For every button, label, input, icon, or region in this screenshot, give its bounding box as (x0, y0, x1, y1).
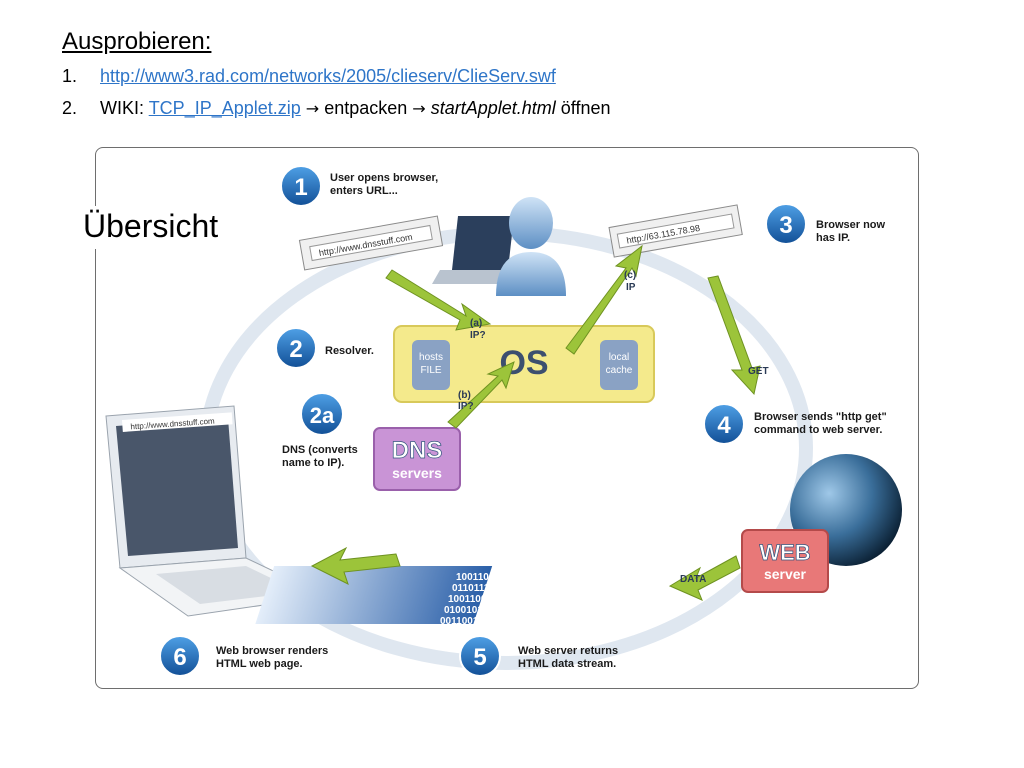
step-number: 3 (779, 212, 792, 239)
list-item: 1. http://www3.rad.com/networks/2005/clie… (62, 62, 611, 94)
svg-text:server: server (764, 566, 807, 582)
svg-text:100110100011001: 100110100011001 (456, 572, 539, 583)
url-bar-dnsstuff: http://www.dnsstuff.com (298, 215, 444, 271)
html-filename: startApplet.html (430, 98, 556, 118)
svg-text:WEB: WEB (759, 540, 810, 565)
svg-text:HTML data stream.: HTML data stream. (518, 658, 616, 670)
step-number: 2 (289, 336, 302, 363)
svg-text:001100100010011: 001100100010011 (440, 616, 523, 627)
arrow-label: IP? (458, 401, 474, 412)
flow-arrows (310, 244, 761, 601)
svg-text:FILE: FILE (420, 365, 441, 376)
arrow-label: (a) (470, 318, 482, 329)
arrow-label: IP (626, 282, 636, 293)
step-4: 4 Browser sends "http get" command to we… (703, 403, 887, 445)
svg-text:cache: cache (606, 365, 633, 376)
os-box: hosts FILE local cache OS (393, 325, 655, 403)
step-1: 1 User opens browser, enters URL... (280, 165, 438, 207)
svg-text:Web browser renders: Web browser renders (216, 645, 328, 657)
arrow-label: IP? (470, 330, 486, 341)
url-bar-ip: http://63.115.78.98 (608, 204, 743, 258)
arrow-icon (310, 546, 401, 585)
arrow-label: (c) (624, 270, 636, 281)
svg-text:Browser sends "http get": Browser sends "http get" (754, 411, 887, 423)
web-server-box: WEB server (741, 529, 829, 593)
svg-text:name to IP).: name to IP). (282, 457, 344, 469)
svg-text:has IP.: has IP. (816, 232, 850, 244)
local-cache-icon (600, 340, 638, 390)
svg-text:servers: servers (392, 465, 442, 481)
wiki-prefix: WIKI: (100, 98, 144, 118)
step-number: 5 (473, 644, 486, 671)
step-number: 6 (173, 644, 186, 671)
svg-text:command to web server.: command to web server. (754, 424, 882, 436)
svg-text:Browser now: Browser now (816, 219, 886, 231)
svg-text:HTML web page.: HTML web page. (216, 658, 303, 670)
step-open: öffnen (560, 98, 611, 118)
user-icon (432, 197, 566, 296)
step-2a: 2a DNS (converts name to IP). (282, 392, 358, 469)
svg-text:hosts: hosts (419, 352, 443, 363)
hosts-file-icon (412, 340, 450, 390)
svg-text:local: local (609, 352, 630, 363)
arrow-label: (b) (458, 390, 471, 401)
step-number: 4 (717, 412, 731, 439)
svg-text:100110001011011: 100110001011011 (448, 594, 530, 605)
step-unpack: entpacken (324, 98, 408, 118)
svg-text:Resolver.: Resolver. (325, 345, 374, 357)
arrow-label: DATA (680, 574, 706, 585)
arrow-icon (668, 555, 741, 601)
diagram-frame: http://www.dnsstuff.com http://63.115.78… (95, 147, 919, 689)
list-item: 2.WIKI: TCP_IP_Applet.zip → entpacken → … (62, 94, 611, 126)
dns-servers-box: DNS servers (373, 427, 461, 491)
svg-text:DNS (converts: DNS (converts (282, 444, 358, 456)
arrow-icon (385, 269, 492, 331)
svg-text:010010101000111: 010010101000111 (444, 605, 527, 616)
instruction-list: 1. http://www3.rad.com/networks/2005/clie… (62, 62, 611, 126)
step-3: 3 Browser now has IP. (765, 203, 886, 245)
arrow-icon: → (412, 99, 426, 118)
svg-text:User opens browser,: User opens browser, (330, 172, 438, 184)
svg-text:011011101110110: 011011101110110 (452, 583, 533, 594)
step-2: 2 Resolver. (275, 327, 374, 369)
clieserv-link[interactable]: http://www3.rad.com/networks/2005/cliese… (100, 66, 556, 86)
page-title: Ausprobieren: (62, 28, 212, 55)
step-5: 5 Web server returns HTML data stream. (459, 635, 618, 677)
arrow-icon (707, 275, 761, 396)
svg-text:Web server returns: Web server returns (518, 645, 618, 657)
arrow-icon (447, 361, 515, 429)
list-number: 1. (62, 66, 78, 86)
laptop-icon: http://www.dnsstuff.com (105, 405, 328, 617)
step-6: 6 Web browser renders HTML web page. (159, 635, 328, 677)
arrow-label: GET (748, 366, 769, 377)
data-stream: 100110100011001 011011101110110 10011000… (255, 566, 539, 627)
client-server-diagram: http://www.dnsstuff.com http://63.115.78… (105, 165, 902, 677)
step-number: 1 (294, 174, 307, 201)
list-number: 2. (62, 98, 78, 118)
svg-text:enters URL...: enters URL... (330, 185, 398, 197)
step-number: 2a (310, 403, 335, 428)
arrow-icon (565, 244, 643, 355)
applet-zip-link[interactable]: TCP_IP_Applet.zip (148, 98, 301, 118)
overview-heading: Übersicht (80, 206, 222, 249)
svg-text:DNS: DNS (392, 437, 443, 464)
arrow-icon: → (305, 99, 320, 118)
